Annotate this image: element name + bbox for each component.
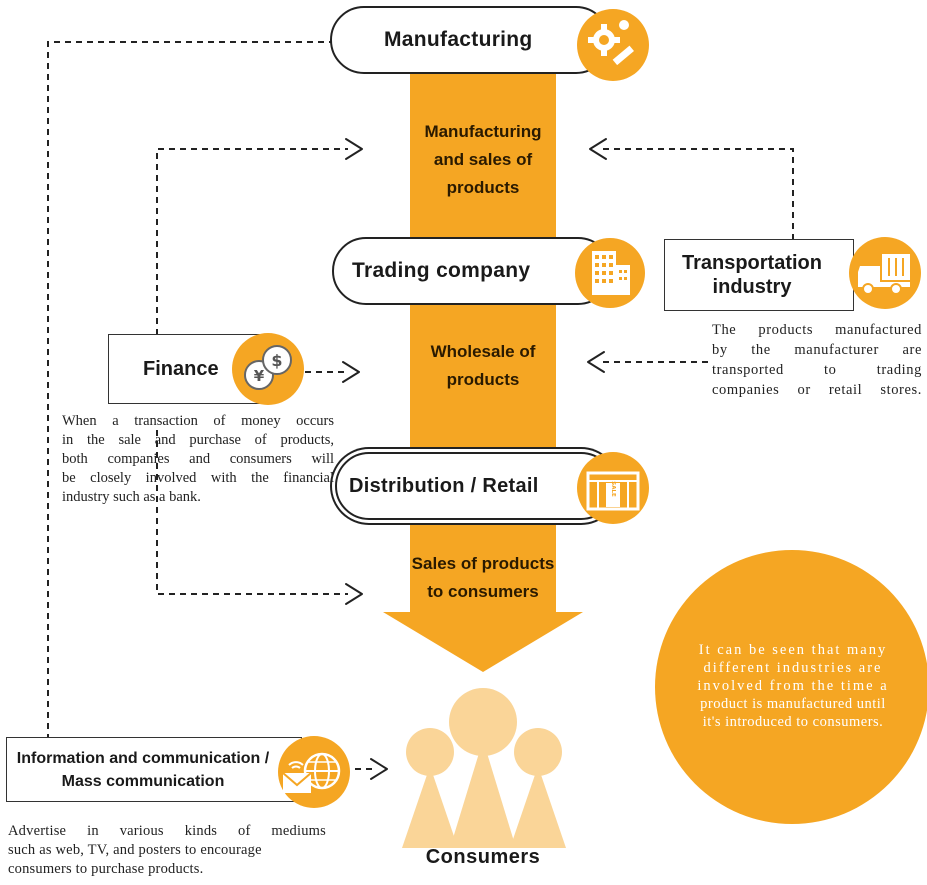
summary-line1: It can be seen that many (698, 642, 888, 658)
transportation-label-line1: Transportation (681, 252, 822, 274)
flow-stage3-line1: Sales of products (411, 554, 555, 573)
dashed-line-transport-stage1 (602, 148, 794, 240)
finance-label: Finance (143, 357, 219, 380)
trading-company-node: Trading company (332, 237, 612, 305)
truck-icon (849, 237, 921, 309)
arrow-transport-stage1 (589, 138, 607, 160)
flow-stage1-line1: Manufacturing (424, 122, 542, 141)
dashed-line-finance-stage1 (156, 148, 348, 335)
transportation-desc-line2: by the manufacturer are (712, 342, 922, 358)
flow-stage3-line2: to consumers (427, 582, 539, 601)
summary-line2: different industries are (703, 660, 883, 676)
coins-icon: $ ¥ (232, 333, 304, 405)
transportation-desc-line1: The products manufactured (712, 322, 922, 338)
distribution-retail-node: Distribution / Retail (335, 452, 615, 520)
building-icon (575, 238, 645, 308)
finance-desc-line3: both companies and consumers will (62, 451, 334, 467)
info-description: Advertise in various kinds of mediums su… (8, 822, 326, 879)
people-icon (402, 688, 566, 848)
summary-line3: involved from the time a (697, 678, 889, 694)
transportation-label-line2: industry (712, 276, 792, 298)
finance-desc-line4: be closely involved with the financial (62, 470, 334, 486)
store-sign-text: SALE (610, 481, 616, 497)
arrow-finance-stage3 (345, 583, 363, 605)
flow-stage3-text: Sales of products to consumers (405, 550, 561, 606)
flow-stage2-line1: Wholesale of (430, 342, 536, 361)
manufacturing-node: Manufacturing (330, 6, 610, 74)
finance-desc-line1: When a transaction of money occurs (62, 413, 334, 429)
dashed-line-finance-stage3 (156, 430, 348, 595)
flow-arrowhead (383, 612, 583, 672)
flow-stage1-text: Manufacturing and sales of products (410, 118, 556, 202)
flow-stage1-line2: and sales of (433, 150, 533, 169)
info-communication-node: Information and communication / Mass com… (6, 737, 302, 802)
finance-description: When a transaction of money occurs in th… (62, 412, 334, 507)
info-desc-line1: Advertise in various kinds of mediums (8, 823, 326, 839)
yen-glyph: ¥ (254, 367, 265, 385)
arrow-transport-stage2 (587, 351, 605, 373)
dollar-glyph: $ (271, 351, 282, 370)
arrow-info-consumers (370, 758, 388, 780)
transportation-description: The products manufactured by the manufac… (712, 320, 922, 400)
summary-circle (655, 550, 927, 824)
arrow-finance-stage1 (345, 138, 363, 160)
distribution-retail-label: Distribution / Retail (349, 474, 539, 497)
arrow-finance-stage2 (342, 361, 360, 383)
finance-desc-line2: in the sale and purchase of products, (62, 432, 334, 448)
flow-stage1-line3: products (446, 178, 520, 197)
flow-bar (410, 60, 556, 616)
transportation-node: Transportation industry (664, 239, 854, 311)
dashed-line-manufacturing-info (47, 41, 335, 738)
manufacturing-label: Manufacturing (384, 28, 533, 51)
info-desc-line2: such as web, TV, and posters to encourag… (8, 842, 262, 858)
info-label-line2: Mass communication (61, 772, 225, 790)
consumers-label: Consumers (425, 846, 541, 868)
summary-line5: it's introduced to consumers. (702, 714, 884, 730)
globe-mail-icon (278, 736, 350, 808)
trading-company-label: Trading company (352, 259, 531, 282)
store-icon: SALE (577, 452, 649, 524)
flow-stage2-text: Wholesale of products (410, 338, 556, 394)
gear-wrench-icon (577, 9, 649, 81)
transportation-desc-line4: companies or retail stores. (712, 382, 922, 398)
summary-line4: product is manufactured until (700, 696, 886, 712)
info-desc-line3: consumers to purchase products. (8, 861, 204, 877)
summary-text: It can be seen that many different indus… (658, 641, 927, 731)
info-label-line1: Information and communication / (16, 749, 270, 767)
flow-stage2-line2: products (446, 370, 520, 389)
finance-desc-line5: industry such as a bank. (62, 489, 201, 505)
transportation-desc-line3: transported to trading (712, 362, 922, 378)
